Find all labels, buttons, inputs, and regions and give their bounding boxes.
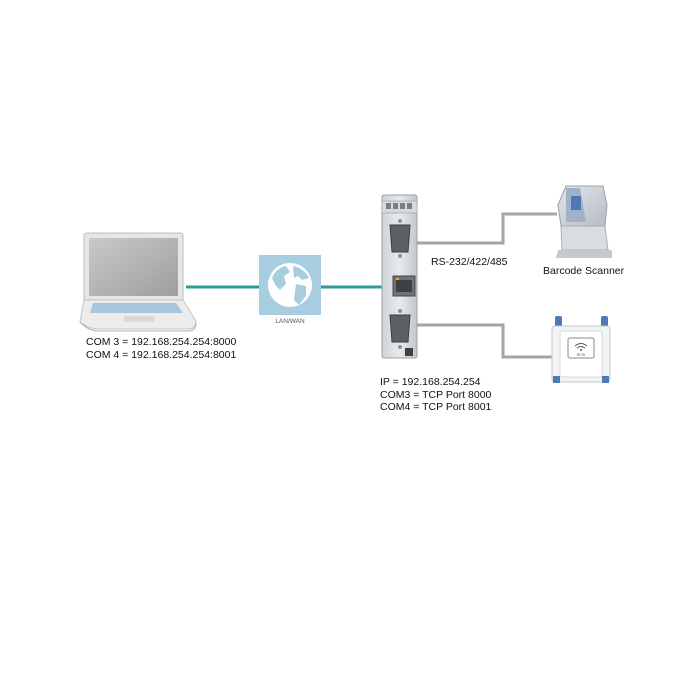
gateway-label: IP = 192.168.254.254 COM3 = TCP Port 800… <box>380 376 491 414</box>
laptop-com4-mapping: COM 4 = 192.168.254.254:8001 <box>86 349 237 361</box>
laptop-icon <box>79 232 197 332</box>
gateway-com4-mapping: COM4 = TCP Port 8001 <box>380 401 492 413</box>
network-label: LAN/WAN <box>275 318 305 325</box>
rfid-reader-icon: RFID <box>551 316 611 383</box>
gateway-to-rfid-line <box>417 323 556 359</box>
rfid-label: RFID <box>577 353 586 357</box>
gateway-com3-mapping: COM3 = TCP Port 8000 <box>380 388 492 401</box>
serial-interface-label: RS-232/422/485 <box>431 256 508 268</box>
barcode-scanner-label: Barcode Scanner <box>543 265 625 277</box>
laptop-com3-mapping: COM 3 = 192.168.254.254:8000 <box>86 336 237 348</box>
gateway-ip: IP = 192.168.254.254 <box>380 376 481 388</box>
gateway-device <box>381 194 418 359</box>
barcode-scanner-icon <box>556 185 612 258</box>
serial-port-1-icon <box>389 219 411 258</box>
laptop-label: COM 3 = 192.168.254.254:8000 COM 4 = 192… <box>86 336 236 362</box>
gateway-to-scanner-line <box>417 212 557 245</box>
ethernet-port-icon <box>392 275 416 297</box>
serial-links <box>417 212 557 359</box>
serial-port-2-icon <box>389 309 411 349</box>
brand-logo-icon <box>405 348 413 356</box>
network-globe-icon <box>259 255 321 315</box>
